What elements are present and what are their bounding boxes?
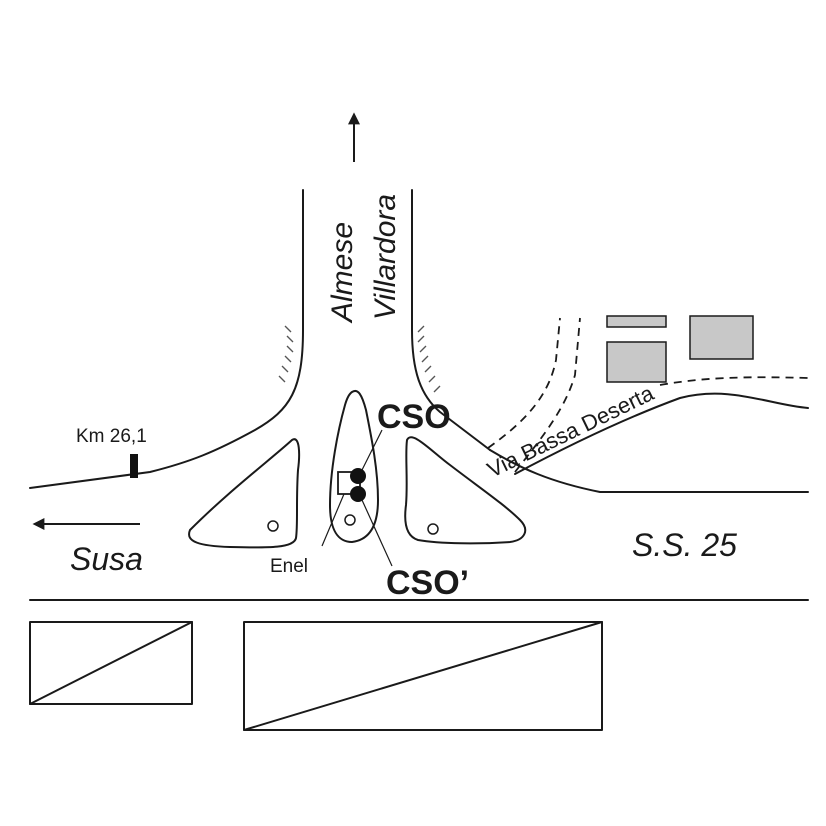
island-center — [329, 390, 379, 543]
traffic-islands — [188, 390, 527, 549]
cso-leader — [361, 429, 383, 471]
km-marker-post — [130, 454, 138, 478]
label-ss25: S.S. 25 — [632, 527, 737, 563]
embankment-west — [278, 325, 294, 383]
building-1 — [606, 315, 667, 328]
sampling-site — [321, 429, 393, 567]
island-east — [404, 436, 527, 545]
building-3 — [606, 341, 667, 383]
label-cso: CSO — [377, 398, 451, 436]
north-road — [29, 189, 491, 489]
label-villardora: Villardora — [369, 194, 402, 320]
embankment-east — [417, 325, 441, 393]
enel-leader — [321, 493, 345, 547]
island-west-marker — [267, 520, 279, 532]
buildings — [606, 315, 754, 383]
building-2 — [689, 315, 754, 360]
island-east-marker — [427, 523, 439, 535]
label-susa: Susa — [70, 541, 143, 577]
label-cso-prime: CSO’ — [386, 564, 469, 602]
label-via-bassa-deserta: Via Bassa Deserta — [483, 380, 658, 483]
label-almese: Almese — [326, 222, 359, 324]
cso-prime-point — [350, 486, 366, 502]
main-road-east — [489, 392, 809, 493]
cso-point — [350, 468, 366, 484]
structure-left — [29, 621, 193, 705]
dashed-side-road — [487, 317, 809, 473]
cso-prime-leader — [361, 499, 393, 567]
island-center-marker — [344, 514, 356, 526]
lower-structures — [29, 621, 603, 731]
label-km: Km 26,1 — [76, 426, 147, 447]
structure-right — [243, 621, 603, 731]
label-enel: Enel — [270, 556, 308, 577]
island-west — [188, 438, 301, 549]
